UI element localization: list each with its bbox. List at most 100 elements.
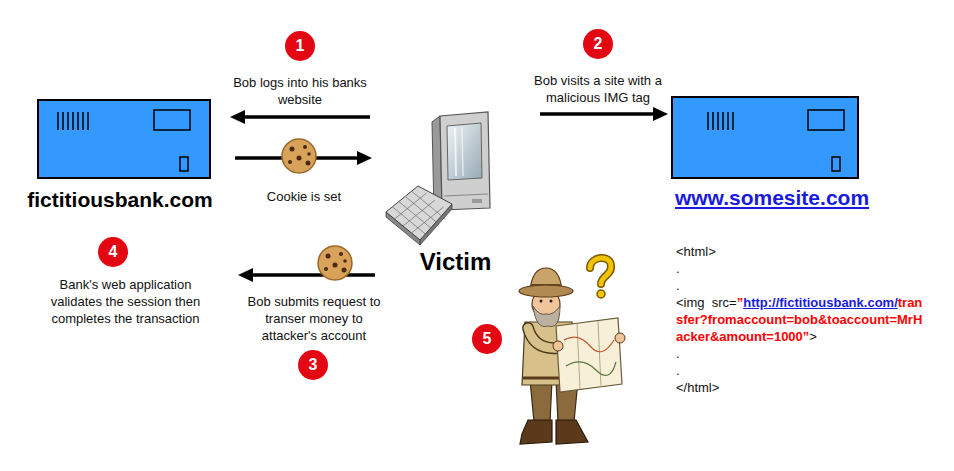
code-text: .: [676, 278, 680, 293]
server-box-part: [672, 97, 858, 178]
puzzled-man-figure-part: [598, 321, 601, 387]
callout-number: 5: [472, 324, 502, 354]
server-box-part-part: [717, 112, 719, 130]
arrow-connector: [230, 110, 370, 124]
cookie-icon-part: [307, 152, 311, 156]
node-heading: www.somesite.com: [672, 186, 872, 210]
cookie-icon-part: [306, 161, 311, 166]
edge-label: Cookie is set: [254, 188, 354, 205]
server-box-part-part: [712, 112, 714, 130]
server-box-part: [38, 100, 210, 178]
callout-number: 2: [583, 29, 613, 59]
server-box-part-part: [62, 112, 64, 130]
arrow-line: [235, 156, 360, 160]
code-text: .: [676, 261, 680, 276]
server-box-part-part: [732, 112, 734, 130]
computer-icon-part: [472, 199, 482, 203]
node-heading: Victim: [413, 248, 498, 276]
arrow-line: [242, 115, 370, 119]
cookie-icon: [282, 139, 316, 173]
server-box-part: [832, 157, 840, 171]
edge-label: Bob logs into his banks website: [225, 74, 375, 108]
puzzled-man-figure-part: [590, 258, 611, 284]
callout-number: 3: [298, 350, 328, 380]
computer-icon-part: [444, 194, 488, 196]
code-line: </html>: [676, 379, 926, 396]
computer-icon-part-part: [395, 193, 427, 219]
puzzled-man-figure-part: [540, 300, 543, 303]
puzzled-man-figure-part: [533, 306, 560, 327]
code-text: <img src=: [676, 295, 737, 310]
puzzled-man-figure-part: [566, 362, 616, 376]
puzzled-man-figure-part: [530, 380, 552, 422]
cookie-icon-part: [324, 267, 328, 271]
cookie-icon-part: [288, 160, 292, 164]
puzzled-man-figure-part: [590, 258, 611, 284]
cookie-icon-part: [326, 254, 331, 259]
server-box-part-part: [57, 112, 59, 130]
arrow-head: [230, 110, 245, 124]
code-text: http://fictitiousbank.com/: [743, 295, 898, 310]
edge-label: Bob visits a site with a malicious IMG t…: [522, 72, 674, 106]
arrow-connector: [238, 268, 375, 282]
server-box: [672, 97, 858, 178]
server-box-part: [154, 110, 190, 130]
server-box-part-part: [72, 112, 74, 130]
arrow-connector: [540, 107, 668, 121]
code-line: .: [676, 260, 926, 277]
puzzled-man-figure-part: [597, 290, 605, 298]
cookie-icon-part: [290, 147, 295, 152]
server-box-part-part: [67, 112, 69, 130]
server-box-part: [58, 112, 88, 130]
puzzled-man-figure-part: [556, 420, 588, 444]
cookie-icon-part: [318, 246, 352, 280]
puzzled-man-figure-part: [615, 333, 625, 343]
server-box-part-part: [82, 112, 84, 130]
server-box-part-part: [727, 112, 729, 130]
puzzled-man-figure: [519, 258, 625, 444]
code-line: .: [676, 345, 926, 362]
server-box-part-part: [722, 112, 724, 130]
server-box-part: [708, 112, 733, 130]
computer-icon-part: [386, 186, 452, 240]
cookie-icon-part: [343, 259, 347, 263]
computer-icon-part: [455, 128, 456, 176]
code-line: .: [676, 277, 926, 294]
puzzled-man-figure-part: [553, 341, 563, 351]
callout-number: 1: [285, 31, 315, 61]
html-code-listing: <html>..<img src=”http://fictitiousbank.…: [676, 243, 926, 396]
computer-icon-part: [447, 123, 482, 180]
server-box-part-part: [77, 112, 79, 130]
code-text: </html>: [676, 380, 719, 395]
cookie-icon-part: [297, 156, 302, 161]
code-text: .: [676, 346, 680, 361]
callout-number: 4: [98, 237, 128, 267]
computer-icon: [386, 112, 490, 245]
puzzled-man-figure-part: [519, 285, 573, 297]
node-heading: fictitiousbank.com: [25, 188, 215, 212]
cookie-icon-part: [303, 145, 307, 149]
code-line: <html>: [676, 243, 926, 260]
code-text: <html>: [676, 244, 716, 259]
code-text: >: [809, 329, 817, 344]
code-text: .: [676, 363, 680, 378]
server-box-part-part: [87, 112, 89, 130]
server-box-part: [808, 110, 844, 130]
server-box-part-part: [707, 112, 709, 130]
arrow-head: [238, 268, 253, 282]
edge-label: Bob submits request to transer money to …: [243, 293, 385, 344]
step-note: Bank's web application validates the ses…: [43, 276, 208, 327]
computer-icon-part: [440, 112, 490, 210]
computer-node: Victim: [383, 108, 498, 276]
computer-icon-part-part: [412, 207, 444, 233]
arrow-head: [357, 151, 372, 165]
server-box: [38, 100, 210, 178]
code-line: <img src=”http://fictitiousbank.com/tran…: [676, 294, 926, 345]
server-box-part: [180, 157, 188, 171]
cookie-icon-part: [342, 268, 347, 273]
cookie-icon: [318, 246, 352, 280]
puzzled-man-figure-part: [520, 420, 552, 444]
